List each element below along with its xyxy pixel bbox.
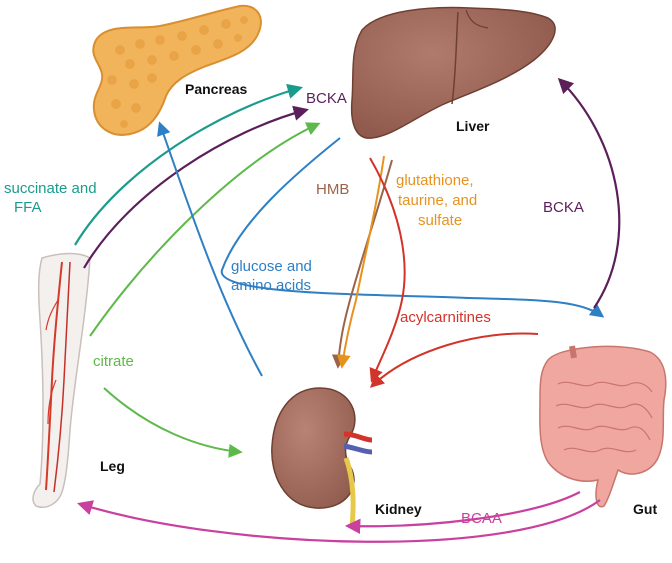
- bcka-top-label: BCKA: [306, 90, 347, 107]
- gts-label-line3: sulfate: [418, 212, 463, 229]
- arrow-liver-to-kidney-red: [369, 157, 406, 383]
- arrow-glucose-amino-acids: [220, 137, 605, 318]
- gut-illustration: [539, 345, 667, 508]
- arrow-bcaa-gut-to-leg: [77, 499, 601, 543]
- hmb-label: HMB: [316, 181, 350, 198]
- gts-label-line1: glutathione,: [396, 172, 474, 189]
- leg-label: Leg: [100, 458, 125, 474]
- arrow-bcaa-gut-to-kidney: [344, 491, 581, 535]
- pancreas-label: Pancreas: [185, 81, 248, 97]
- leg-illustration: [32, 252, 91, 508]
- gut-label: Gut: [633, 501, 658, 517]
- arrow-acylcarnitines: [369, 332, 539, 388]
- arrow-hmb: [331, 159, 393, 369]
- kidney-illustration: [271, 387, 373, 529]
- bcaa-label: BCAA: [461, 510, 502, 527]
- bcka-right-label: BCKA: [543, 199, 584, 216]
- succinate-ffa-label-line2: FFA: [14, 199, 42, 216]
- kidney-label: Kidney: [375, 501, 422, 517]
- arrow-bcka-leg-to-liver: [83, 105, 309, 269]
- arrow-bcka-gut-to-liver: [557, 77, 621, 309]
- acylcarnitines-label: acylcarnitines: [400, 309, 491, 326]
- arrow-succinate-ffa: [74, 83, 303, 246]
- gts-label-line2: taurine, and: [398, 192, 478, 209]
- liver-label: Liver: [456, 118, 490, 134]
- arrow-kidney-to-pancreas: [157, 121, 263, 377]
- citrate-label: citrate: [93, 353, 134, 370]
- arrow-glutathione-taurine-sulfate: [336, 155, 385, 369]
- arrow-citrate-leg-to-liver: [89, 122, 321, 337]
- arrow-citrate-leg-to-kidney: [103, 387, 243, 458]
- liver-illustration: [350, 6, 556, 139]
- pancreas-illustration: [92, 4, 262, 136]
- glucose-amino-label-line1: glucose and: [231, 258, 312, 275]
- succinate-ffa-label-line1: succinate and: [4, 180, 97, 197]
- glucose-amino-label-line2: amino acids: [231, 277, 312, 294]
